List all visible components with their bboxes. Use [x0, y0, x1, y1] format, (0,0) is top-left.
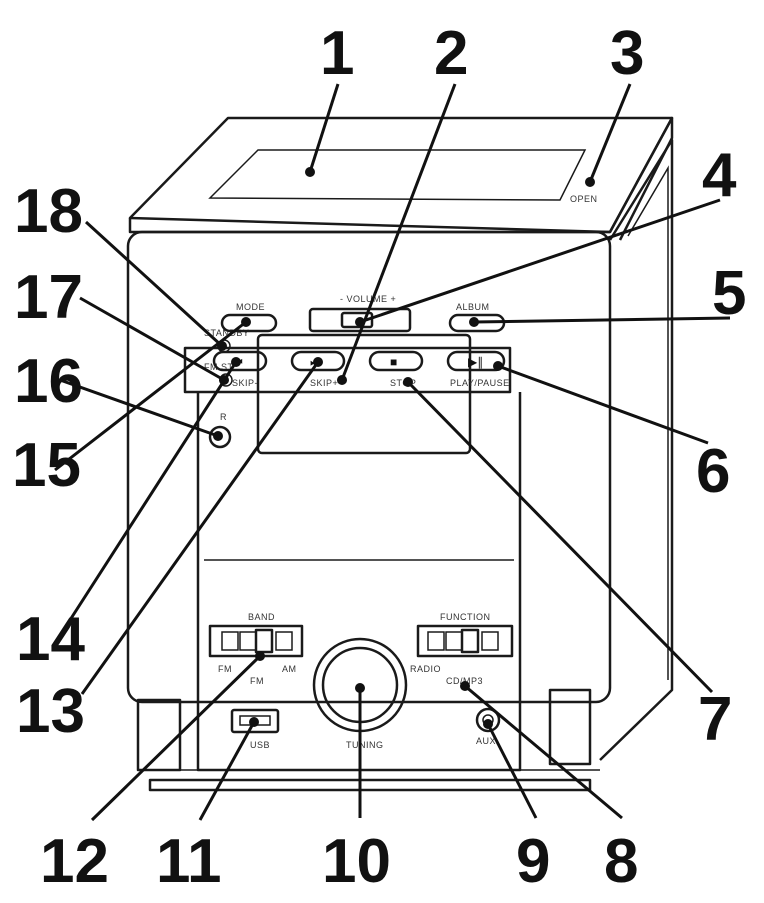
skip-plus-label: SKIP+: [310, 378, 338, 388]
skip-forward-button[interactable]: [290, 350, 346, 372]
fm-label: FM: [250, 676, 264, 686]
usb-label: USB: [250, 740, 270, 750]
am-label: AM: [282, 664, 297, 674]
function-switch[interactable]: [416, 624, 514, 658]
cd-mp3-label: CD/MP3: [446, 676, 483, 686]
callout-15: 15: [12, 431, 81, 500]
skip-minus-label: SKIP-: [232, 378, 258, 388]
band-switch-group: BAND FM AM FM: [208, 612, 304, 686]
callout-3: 3: [610, 19, 644, 88]
ir-label: R: [220, 412, 227, 422]
stop-label: STOP: [390, 378, 416, 388]
standby-label: STANDBY: [204, 328, 249, 338]
volume-slider-knob[interactable]: [340, 311, 374, 329]
volume-label: - VOLUME +: [340, 294, 396, 304]
callout-16: 16: [14, 347, 83, 416]
aux-jack-icon: [475, 707, 501, 733]
open-label: OPEN: [570, 194, 598, 204]
function-switch-group: FUNCTION RADIO CD/MP3: [410, 612, 514, 686]
callout-18: 18: [14, 177, 83, 246]
band-switch-slider[interactable]: [254, 628, 274, 654]
leader-lines: [54, 83, 731, 822]
album-label: ALBUM: [456, 302, 490, 312]
callout-8: 8: [604, 827, 638, 896]
display-window: [256, 333, 472, 455]
top-lid: [128, 116, 674, 241]
callout-2: 2: [434, 19, 468, 88]
stop-icon: ■: [390, 355, 397, 369]
callout-1: 1: [320, 19, 354, 88]
mode-button[interactable]: [220, 313, 278, 333]
stop-button[interactable]: [368, 350, 424, 372]
fm-left-label: FM: [218, 664, 232, 674]
skip-back-button[interactable]: [212, 350, 268, 372]
band-label: BAND: [248, 612, 275, 622]
fm-st-label: FM ST.: [204, 362, 236, 372]
main-body: [126, 138, 674, 761]
mode-label: MODE: [236, 302, 265, 312]
callout-10: 10: [322, 827, 391, 896]
play-pause-button[interactable]: [446, 350, 506, 372]
transport-bar: ⏮ SKIP- ⏭ SKIP+ ■ STOP ▶∥ PLAY/PAUSE: [183, 346, 512, 394]
callout-6: 6: [696, 437, 730, 506]
callout-14: 14: [16, 605, 85, 674]
callout-11: 11: [156, 827, 222, 896]
callout-5: 5: [712, 259, 746, 328]
callout-17: 17: [14, 263, 83, 332]
callout-13: 13: [16, 677, 85, 746]
play-pause-label: PLAY/PAUSE: [450, 378, 510, 388]
usb-port-group: USB: [230, 708, 280, 750]
function-switch-slider[interactable]: [460, 628, 480, 654]
function-label: FUNCTION: [440, 612, 491, 622]
callout-12: 12: [40, 827, 109, 896]
play-pause-icon: ▶∥: [468, 355, 483, 369]
aux-label: AUX: [476, 736, 496, 746]
callout-4: 4: [702, 141, 737, 210]
radio-label: RADIO: [410, 664, 441, 674]
usb-port-icon: [230, 708, 280, 734]
callout-9: 9: [516, 827, 550, 896]
remote-sensor-icon: [208, 425, 232, 449]
tuning-label: TUNING: [346, 740, 384, 750]
indicator-group: STANDBY FM ST. R: [204, 328, 249, 449]
callout-7: 7: [698, 685, 732, 754]
callout-numbers: 1 2 3 4 5 6 7 8 9 10 11 12 13 14 15 16 1…: [12, 19, 746, 896]
